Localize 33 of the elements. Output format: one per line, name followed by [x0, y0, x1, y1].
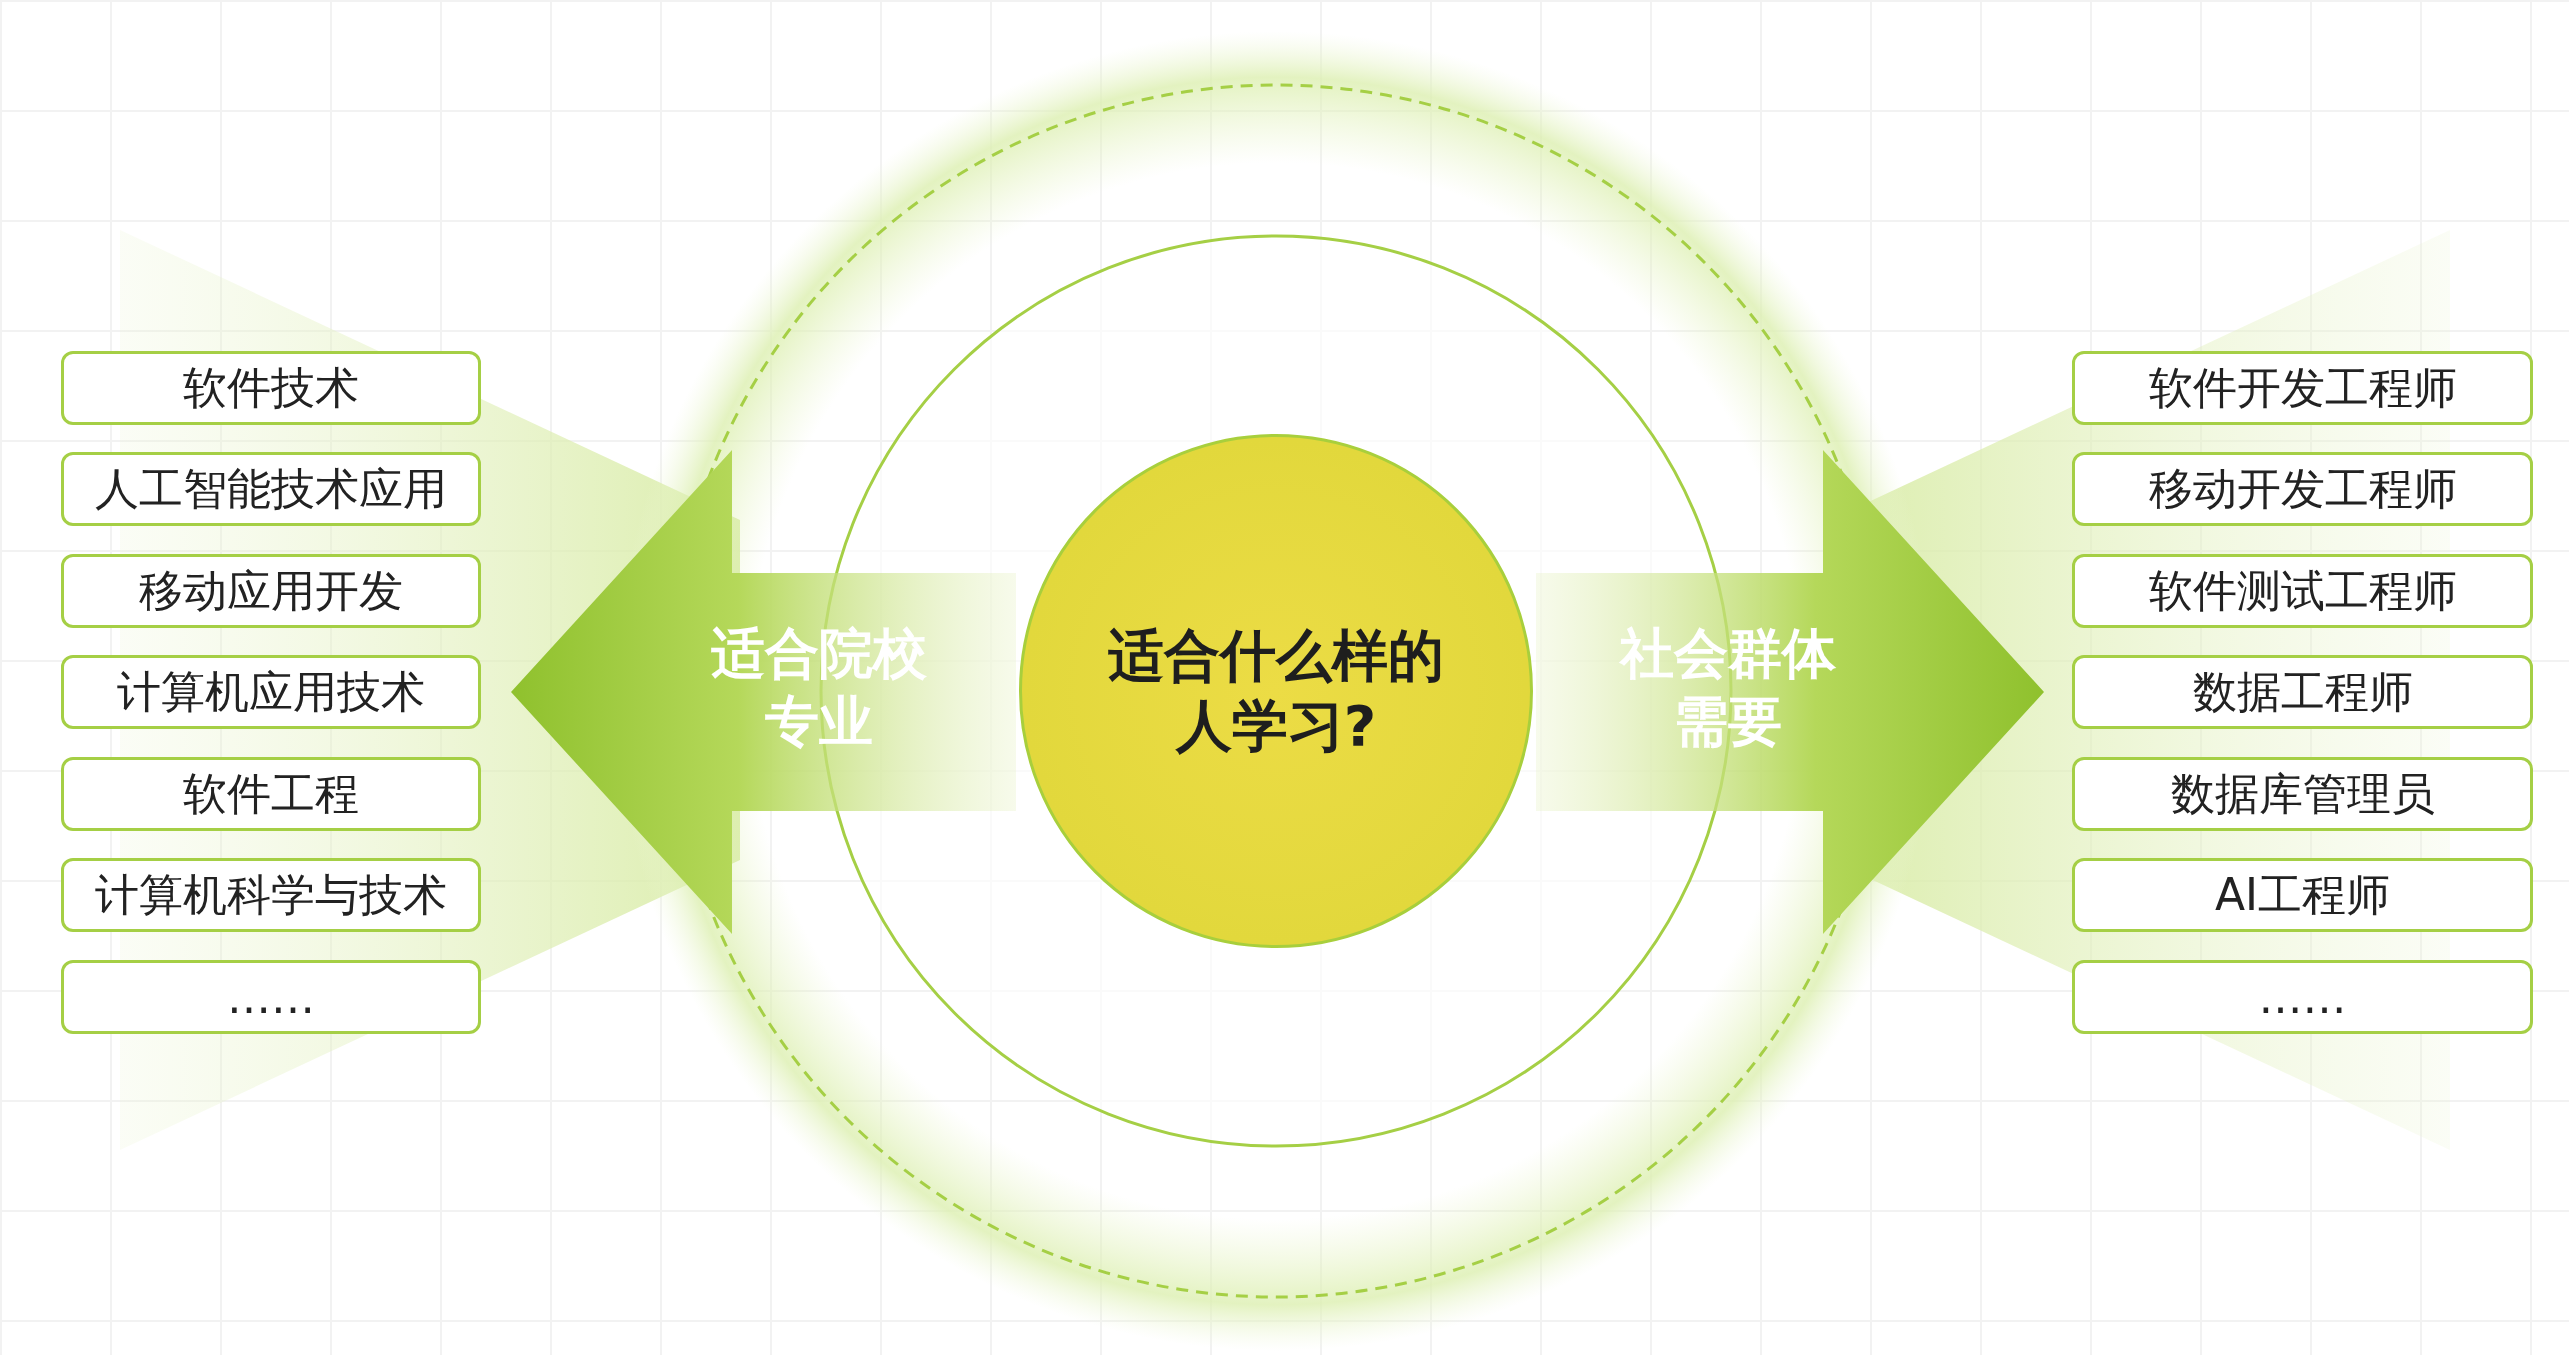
list-box: [61, 554, 481, 628]
list-box: [2072, 960, 2533, 1034]
list-box: [2072, 757, 2533, 831]
list-box: [61, 858, 481, 932]
arrow-shape: [511, 450, 1016, 934]
list-label: 软件技术: [183, 360, 359, 415]
list-label: AI工程师: [2214, 867, 2391, 922]
list-box: [2072, 655, 2533, 729]
list-label: 软件开发工程师: [2148, 360, 2457, 415]
list-label: 数据库管理员: [2170, 766, 2435, 821]
arrow-label: 适合院校专业: [710, 621, 928, 755]
list-label: ……: [227, 971, 315, 1023]
center-label: 适合什么样的人学习?: [1107, 622, 1445, 760]
list-box: [61, 655, 481, 729]
list-box: [61, 757, 481, 831]
list-box: [2072, 351, 2533, 425]
list-box: [2072, 554, 2533, 628]
list-label: 计算机科学与技术: [95, 867, 447, 922]
list-box: [2072, 452, 2533, 526]
list-label: 移动应用开发: [139, 563, 403, 618]
list-box: [61, 960, 481, 1034]
arrow-label: 社会群体需要: [1618, 621, 1837, 755]
list-label: 软件工程: [183, 766, 359, 821]
list-label: 人工智能技术应用: [95, 461, 447, 516]
list-label: 数据工程师: [2192, 664, 2413, 719]
list-label: ……: [2258, 971, 2347, 1023]
list-label: 移动开发工程师: [2148, 461, 2457, 516]
list-label: 软件测试工程师: [2148, 563, 2457, 618]
list-label: 计算机应用技术: [117, 664, 425, 719]
list-box: [2072, 858, 2533, 932]
list-box: [61, 351, 481, 425]
arrow-shape: [1536, 450, 2044, 934]
list-box: [61, 452, 481, 526]
